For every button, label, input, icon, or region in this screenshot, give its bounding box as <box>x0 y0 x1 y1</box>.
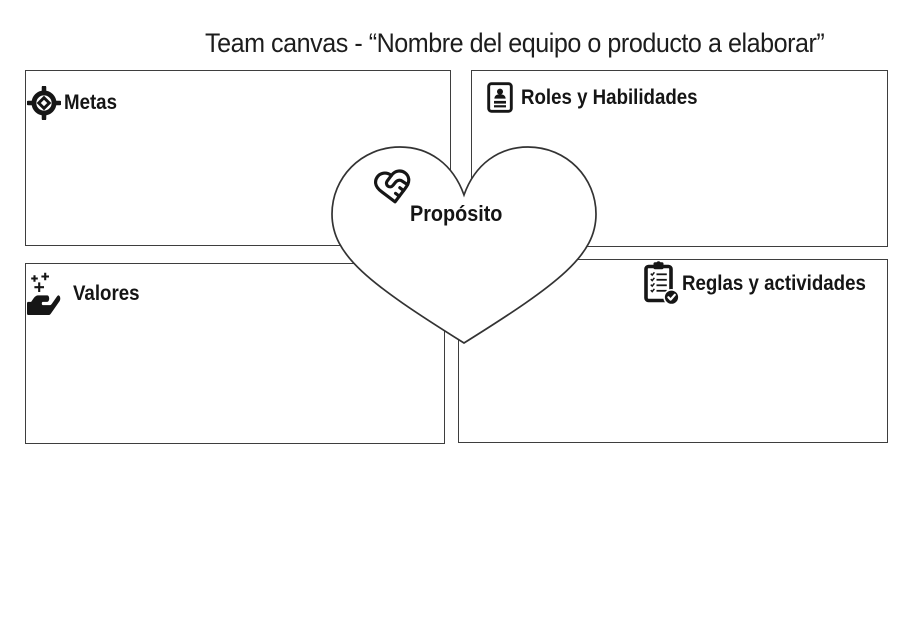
reglas-box: Reglas y actividades <box>458 259 888 443</box>
purpose-label: Propósito <box>410 201 503 226</box>
target-icon <box>27 86 61 120</box>
purpose-heart-shape <box>331 146 597 345</box>
page-title: Team canvas - “Nombre del equipo o produ… <box>205 28 825 58</box>
id-badge-icon <box>487 82 513 113</box>
roles-label: Roles y Habilidades <box>521 85 698 109</box>
clipboard-check-icon <box>643 261 680 306</box>
heart-handshake-icon <box>373 167 413 207</box>
reglas-label: Reglas y actividades <box>682 271 866 295</box>
metas-header: Metas <box>27 86 124 120</box>
hand-sparkles-icon <box>27 271 61 316</box>
valores-label: Valores <box>73 281 140 305</box>
roles-header: Roles y Habilidades <box>487 82 719 113</box>
metas-label: Metas <box>64 91 117 114</box>
reglas-header: Reglas y actividades <box>643 261 889 306</box>
valores-header: Valores <box>27 271 148 316</box>
valores-box: Valores <box>25 263 445 444</box>
